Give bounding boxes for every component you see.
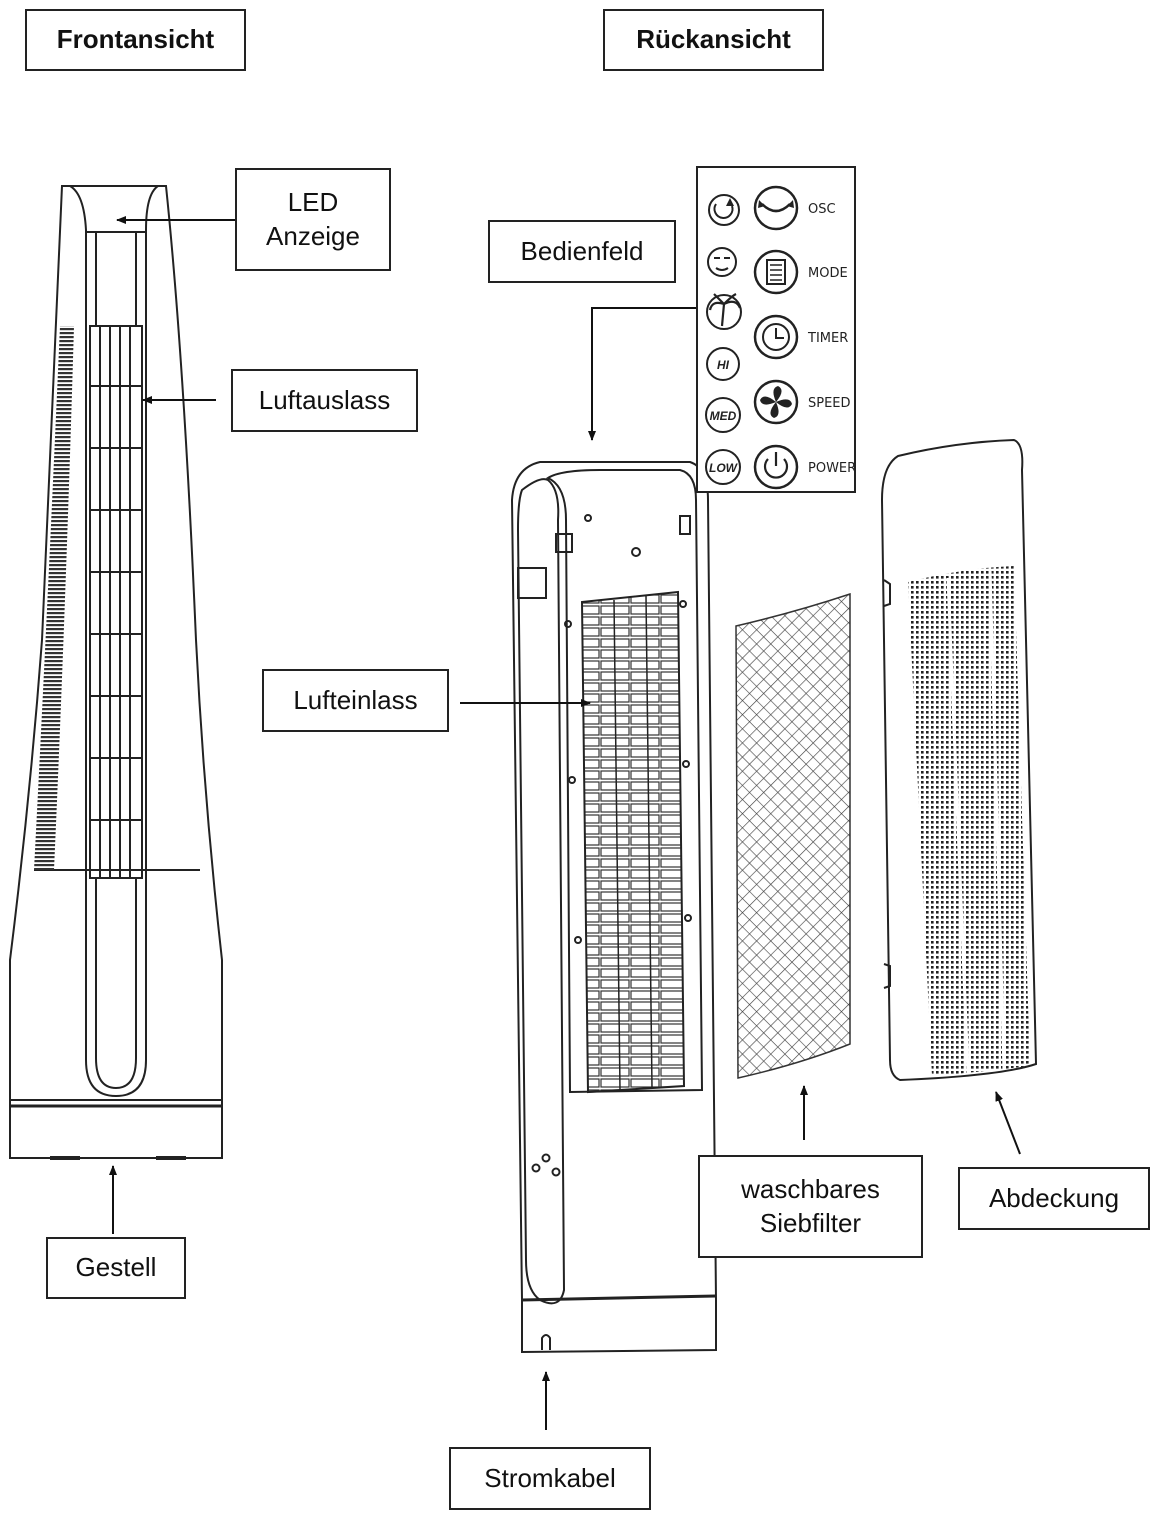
timer-label: TIMER [807, 331, 848, 346]
label-air-outlet-text: Luftauslass [258, 384, 391, 415]
heading-back-view: Rückansicht [603, 9, 824, 71]
heading-front-view: Frontansicht [25, 9, 246, 71]
mode-button[interactable] [753, 249, 799, 295]
svg-text:LOW: LOW [709, 461, 739, 475]
osc-label: OSC [808, 202, 836, 217]
label-led-line2: Anzeige [266, 220, 360, 251]
power-button[interactable] [753, 444, 799, 490]
med-button[interactable]: MED [705, 397, 741, 433]
speed-label: SPEED [808, 396, 851, 411]
heading-front-view-text: Frontansicht [56, 24, 215, 55]
label-filter-line1: waschbares [741, 1173, 880, 1204]
sleep-icon[interactable] [707, 247, 737, 277]
label-control-panel: Bedienfeld [488, 220, 676, 283]
mode-label: MODE [808, 266, 848, 281]
washable-filter [735, 592, 851, 1079]
label-air-inlet-text: Lufteinlass [293, 684, 418, 715]
palm-tree-icon[interactable] [706, 293, 742, 330]
label-led-line1: LED [287, 186, 339, 217]
back-inlet-grille [580, 590, 686, 1094]
label-power-cord-text: Stromkabel [484, 1462, 616, 1493]
svg-text:MED: MED [710, 409, 737, 423]
front-tower [9, 185, 223, 1160]
callout-arrows [109, 216, 1021, 1430]
label-air-outlet: Luftauslass [231, 369, 418, 432]
speed-button[interactable] [753, 379, 799, 425]
oscillation-button[interactable] [753, 185, 799, 231]
label-led-display: LED Anzeige [235, 168, 391, 271]
label-filter-line2: Siebfilter [759, 1207, 862, 1238]
low-button[interactable]: LOW [705, 449, 741, 485]
label-stand: Gestell [46, 1237, 186, 1299]
control-panel: HI MED LOW OSC MODE TIMER [696, 166, 856, 493]
power-label: POWER [808, 461, 856, 476]
label-control-panel-text: Bedienfeld [520, 235, 644, 266]
label-air-inlet: Lufteinlass [262, 669, 449, 732]
timer-button[interactable] [753, 314, 799, 360]
heading-back-view-text: Rückansicht [636, 24, 791, 55]
front-side-vent [34, 326, 74, 870]
label-washable-filter: waschbares Siebfilter [698, 1155, 923, 1258]
label-power-cord: Stromkabel [449, 1447, 651, 1510]
label-cover: Abdeckung [958, 1167, 1150, 1230]
hi-button[interactable]: HI [706, 347, 740, 381]
label-cover-text: Abdeckung [988, 1182, 1120, 1213]
label-stand-text: Gestell [75, 1252, 157, 1283]
svg-text:HI: HI [717, 358, 730, 372]
rotate-icon[interactable] [708, 194, 740, 226]
